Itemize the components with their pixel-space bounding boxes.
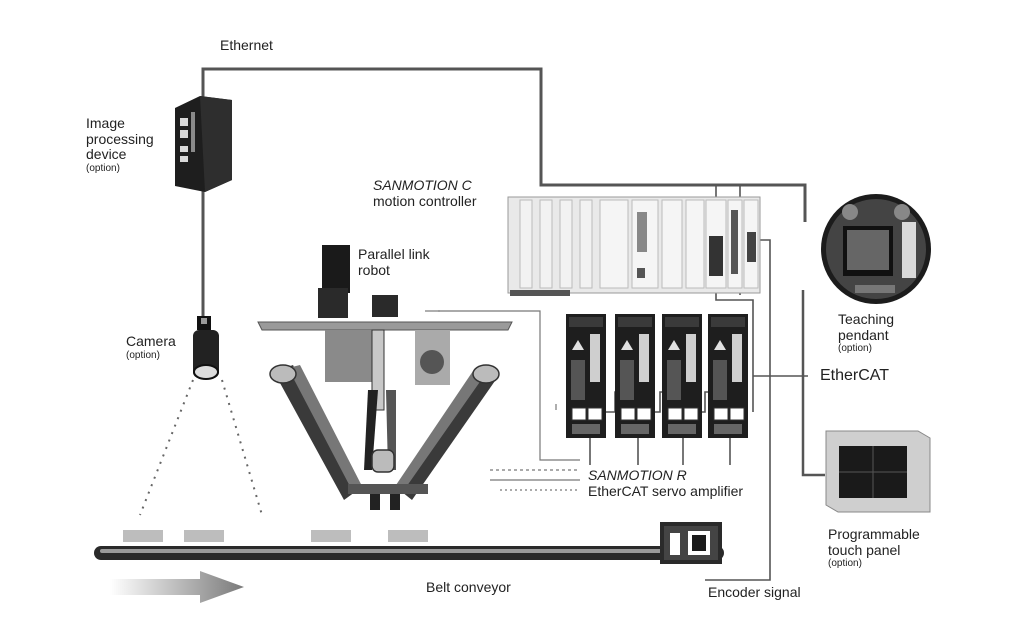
image-processing-label: Image processing device (option) [86,115,154,175]
motion-controller-label: SANMOTION C motion controller [373,177,477,209]
servo-amplifier-label: SANMOTION R EtherCAT servo amplifier [588,467,744,499]
camera-label: Camera (option) [126,333,176,361]
servo-amplifier-unit [615,314,655,438]
servo-amplifier-unit [566,314,606,438]
image-processing-device [175,96,232,192]
belt-conveyor-label: Belt conveyor [426,579,511,595]
controller-brand: SANMOTION C [373,177,472,193]
conveyor-direction-arrow [110,571,244,603]
amplifier-brand: SANMOTION R [588,467,687,483]
amplifier-name: EtherCAT servo amplifier [588,482,744,499]
parallel-link-robot [257,245,513,510]
belt-conveyor-device [94,522,724,564]
controller-name: motion controller [373,192,477,209]
touch-panel-cable [801,290,825,477]
ethernet-label: Ethernet [220,37,273,53]
motion-controller-device [507,196,761,296]
servo-amplifier-unit [662,314,702,438]
robot-cables [425,310,580,491]
image-processing-option: (option) [86,163,120,175]
robot-label: Parallel link robot [358,246,430,278]
touch-panel-label: Programmable touch panel (option) [828,526,920,570]
teaching-pendant-device [821,194,931,304]
teaching-pendant-option: (option) [838,343,872,355]
encoder-signal-label: Encoder signal [708,584,801,600]
teaching-pendant-label: Teaching pendant (option) [838,311,895,355]
touch-panel-device [825,430,931,513]
camera-option: (option) [126,349,160,361]
ethercat-label: EtherCAT [820,367,890,384]
servo-amplifiers [566,314,748,438]
camera-device [193,316,219,380]
servo-amplifier-unit [708,314,748,438]
camera-field-of-view [139,379,263,516]
ethernet-cable [201,67,807,318]
touch-panel-option: (option) [828,558,862,570]
